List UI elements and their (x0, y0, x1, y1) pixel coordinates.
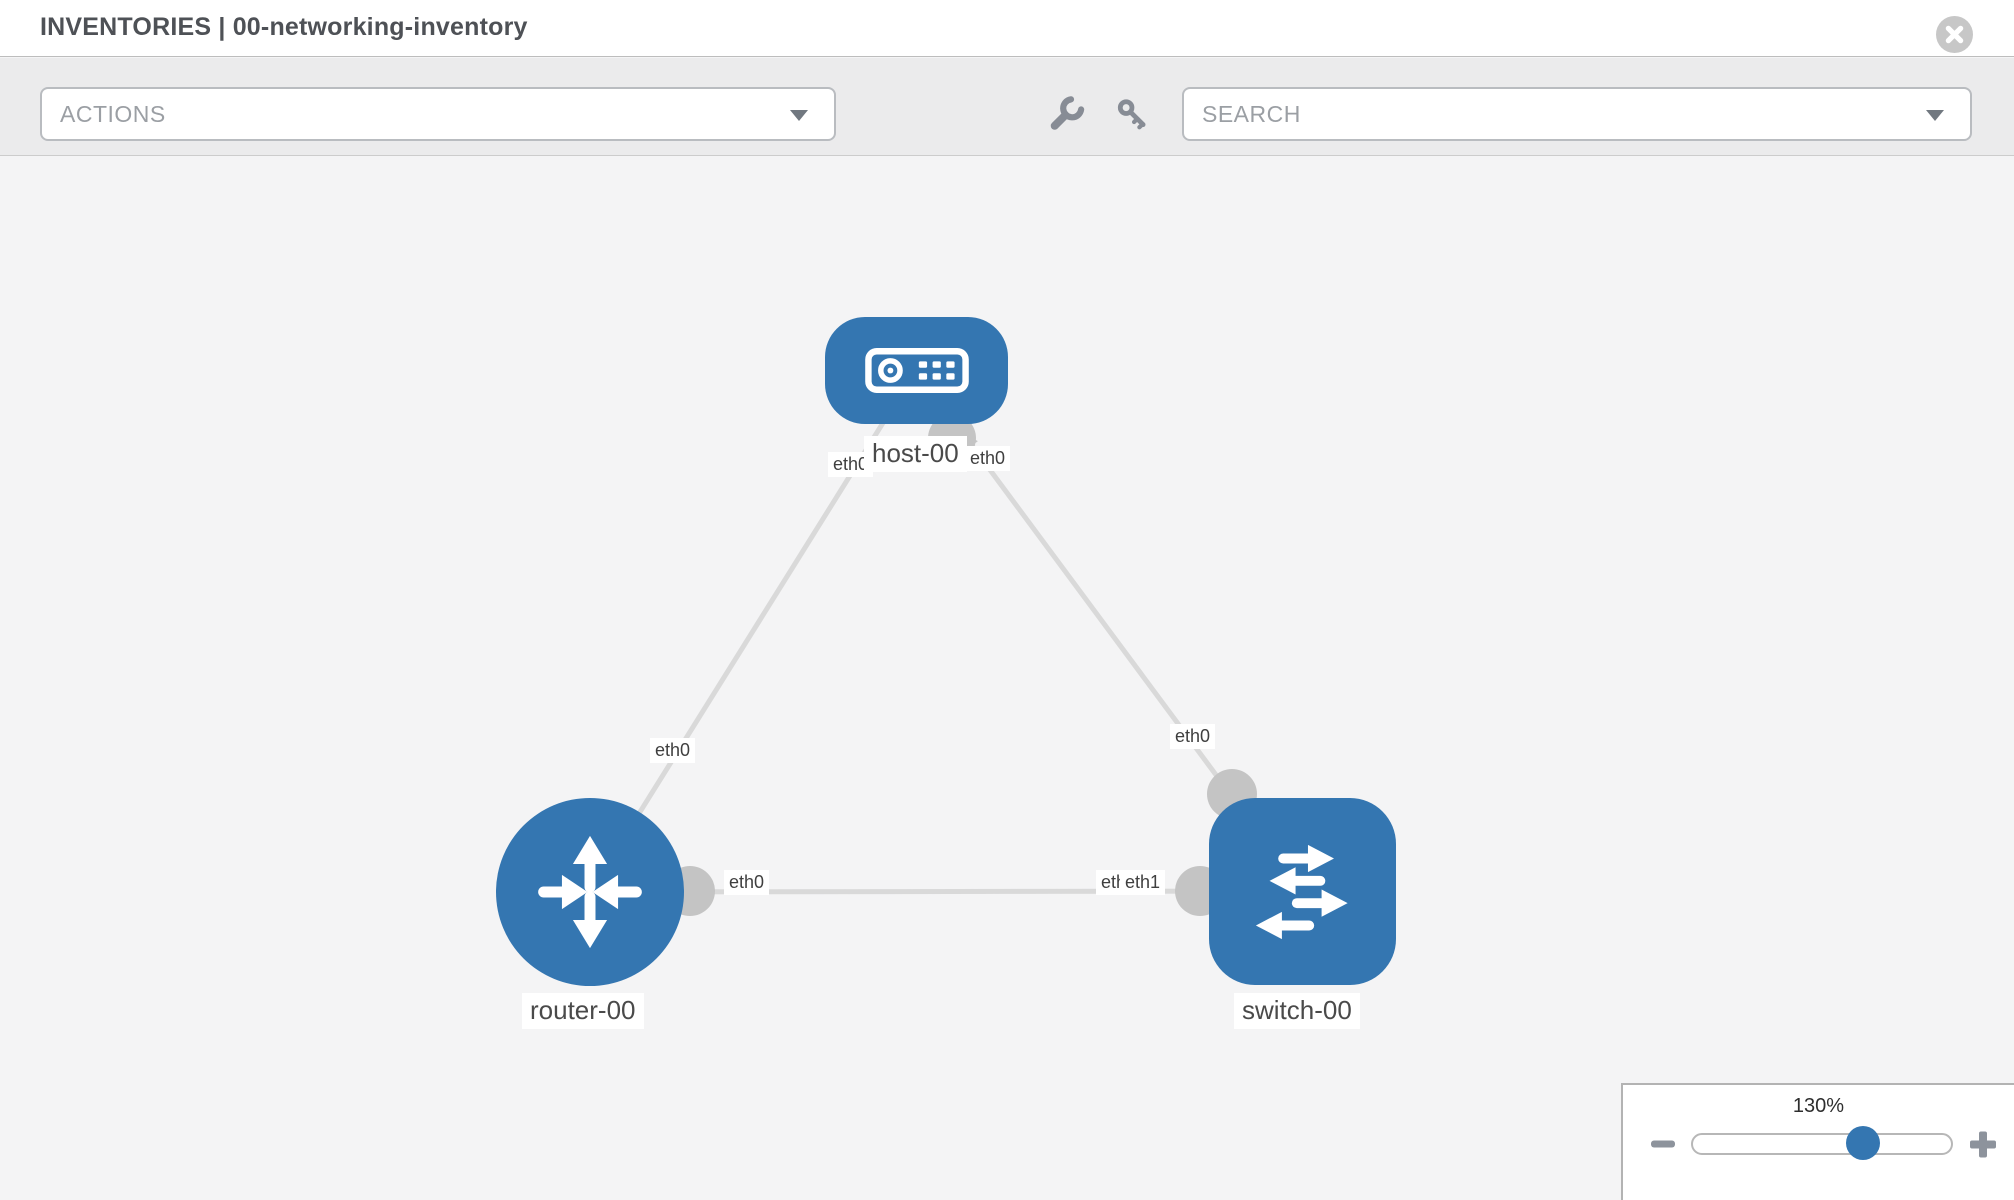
zoom-slider-row (1623, 1124, 2014, 1164)
zoom-out-button[interactable] (1650, 1139, 1676, 1149)
zoom-slider-track[interactable] (1691, 1126, 1953, 1160)
iface-label-switch-left: eth1 (1120, 870, 1166, 895)
toolbar: ACTIONS SEARCH (0, 58, 2014, 156)
topology-canvas[interactable] (0, 157, 2014, 1200)
node-label-router: router-00 (522, 993, 644, 1029)
key-icon (1117, 99, 1146, 130)
node-label-switch: switch-00 (1234, 993, 1360, 1029)
plus-icon (1970, 1131, 1996, 1158)
key-button[interactable] (1110, 94, 1154, 134)
node-switch-00[interactable] (1209, 798, 1396, 985)
iface-label-router-top: eth0 (650, 738, 696, 763)
router-arrows-icon (538, 835, 642, 949)
header-bar: INVENTORIES | 00-networking-inventory (0, 0, 2014, 57)
actions-dropdown[interactable]: ACTIONS (40, 87, 836, 141)
node-host-00[interactable] (825, 317, 1008, 424)
tools-button[interactable] (1044, 94, 1088, 134)
zoom-widget: 130% (1621, 1083, 2014, 1200)
zoom-level-value: 130% (1792, 1095, 1845, 1117)
search-dropdown[interactable]: SEARCH (1182, 87, 1972, 141)
zoom-in-button[interactable] (1969, 1130, 1997, 1158)
server-icon (864, 348, 969, 393)
iface-label-router-right: eth0 (724, 870, 770, 895)
minus-icon (1651, 1140, 1675, 1148)
switch-arrows-icon (1255, 844, 1348, 939)
chevron-down-icon (790, 110, 808, 121)
actions-dropdown-label: ACTIONS (60, 100, 166, 127)
wrench-icon (1050, 96, 1084, 130)
iface-label-switch-top: eth0 (1170, 724, 1216, 749)
page-title: INVENTORIES | 00-networking-inventory (40, 13, 528, 41)
node-label-host: host-00 (864, 436, 967, 472)
chevron-down-icon (1926, 110, 1944, 121)
close-icon (1945, 25, 1964, 44)
iface-label-host-right: eth0 (965, 446, 1011, 471)
close-button[interactable] (1936, 16, 1973, 53)
node-router-00[interactable] (496, 798, 684, 986)
zoom-slider-thumb[interactable] (1846, 1126, 1880, 1160)
search-dropdown-label: SEARCH (1202, 100, 1301, 127)
